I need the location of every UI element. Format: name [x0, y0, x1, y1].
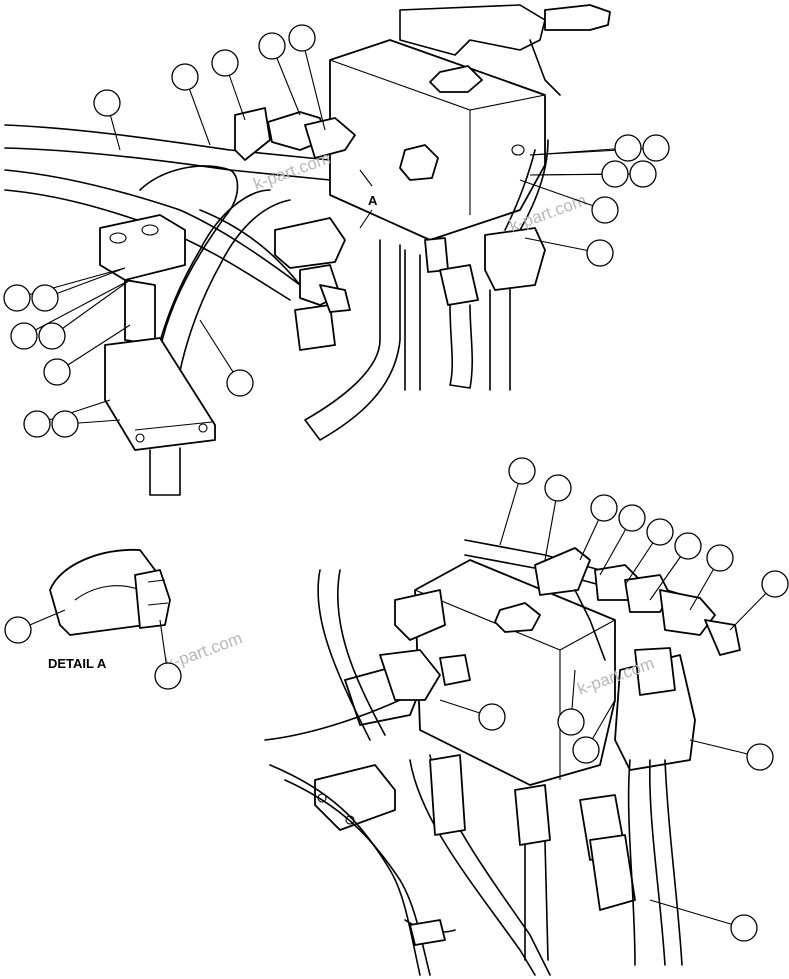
callout-circle — [614, 134, 642, 162]
callout-circle — [557, 708, 585, 736]
callout-leader — [56, 324, 131, 373]
bottom-assembly — [264, 539, 741, 976]
callout-leader — [23, 279, 131, 337]
callout-circle — [572, 736, 600, 764]
callout-circle — [586, 239, 614, 267]
callout-circle — [93, 89, 121, 117]
callout-circle — [618, 504, 646, 532]
callout-layer — [3, 24, 789, 942]
watermark-text: k-part.com — [251, 148, 333, 193]
callout-circle — [211, 49, 239, 77]
top-assembly — [4, 4, 611, 496]
callout-circle — [590, 494, 618, 522]
callout-leader — [519, 179, 606, 211]
callout-circle — [478, 703, 506, 731]
callout-circle — [3, 284, 31, 312]
callout-circle — [730, 914, 758, 942]
callout-circle — [746, 743, 774, 771]
detail-a: DETAIL A — [48, 549, 171, 671]
callout-circle — [544, 474, 572, 502]
view-marker-label: A — [368, 193, 378, 208]
callout-circle — [43, 358, 71, 386]
callout-leader — [301, 37, 326, 131]
callout-circle — [226, 369, 254, 397]
callout-circle — [591, 196, 619, 224]
detail-caption: DETAIL A — [48, 656, 107, 671]
callout-circle — [508, 457, 536, 485]
callout-leader — [44, 267, 126, 299]
view-marker-a: A — [359, 169, 378, 229]
callout-circle — [288, 24, 316, 52]
callout-circle — [674, 532, 702, 560]
callout-leader — [51, 279, 131, 337]
callout-circle — [601, 160, 629, 188]
callout-circle — [4, 616, 32, 644]
callout-circle — [23, 410, 51, 438]
callout-circle — [51, 410, 79, 438]
callout-circle — [642, 134, 670, 162]
callout-leader — [649, 899, 745, 929]
callout-circle — [38, 322, 66, 350]
callout-circle — [171, 63, 199, 91]
callout-circle — [258, 32, 286, 60]
callout-circle — [646, 518, 674, 546]
callout-circle — [706, 544, 734, 572]
callout-circle — [31, 284, 59, 312]
callout-circle — [10, 322, 38, 350]
callout-circle — [629, 160, 657, 188]
callout-circle — [761, 570, 789, 598]
callout-circle — [154, 662, 182, 690]
